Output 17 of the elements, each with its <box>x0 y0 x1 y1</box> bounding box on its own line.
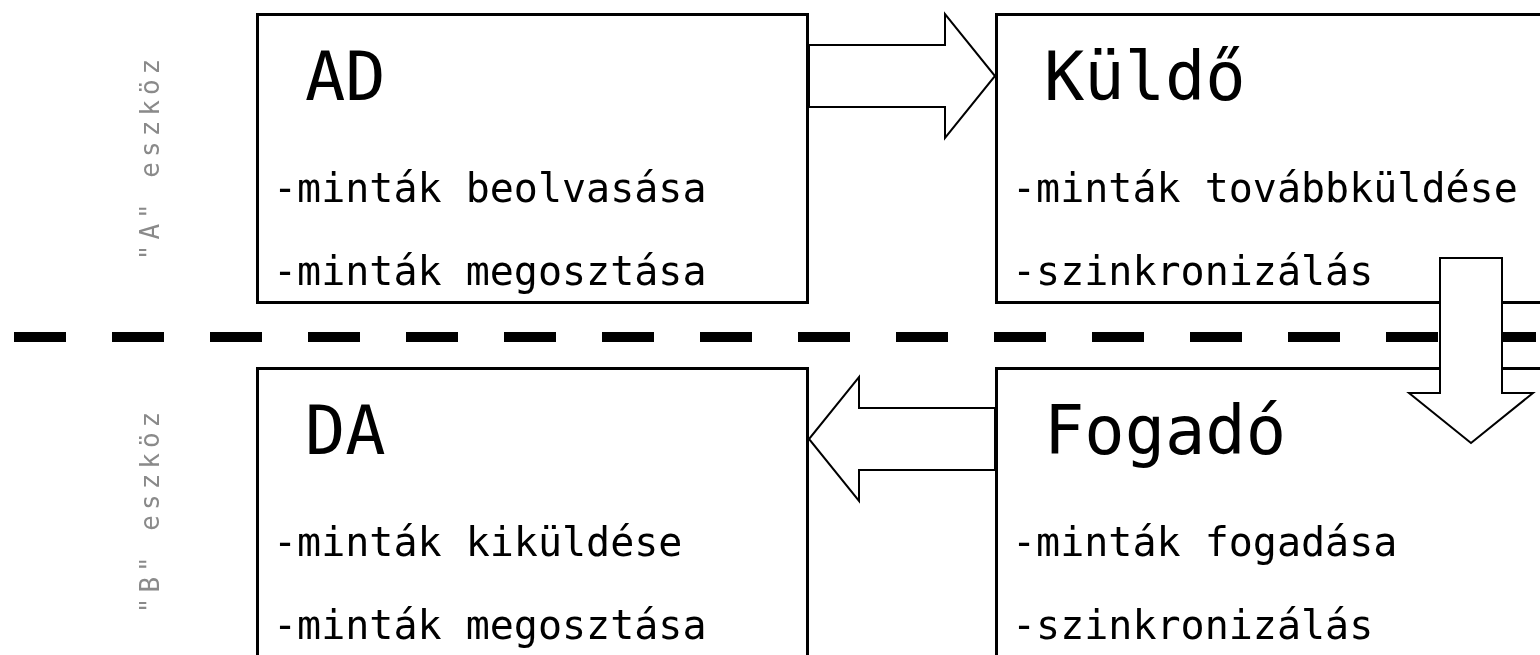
task-text: -minták beolvasása <box>273 168 707 208</box>
block-arrow <box>1406 257 1536 445</box>
task-text: -minták kiküldése <box>273 522 683 562</box>
process-box <box>256 13 809 304</box>
task-text: -minták továbbküldése <box>1012 168 1518 208</box>
device-label: "A" eszköz <box>137 53 163 261</box>
block-arrow <box>808 11 997 141</box>
process-box <box>256 367 809 655</box>
task-text: -szinkronizálás <box>1012 605 1374 645</box>
process-box <box>995 367 1540 655</box>
device-label: "B" eszköz <box>137 406 163 614</box>
box-title: DA <box>305 398 386 465</box>
box-title: AD <box>305 44 386 111</box>
block-arrow <box>807 374 996 504</box>
task-text: -szinkronizálás <box>1012 251 1374 291</box>
process-box <box>995 13 1540 304</box>
box-title: Küldő <box>1044 44 1246 111</box>
